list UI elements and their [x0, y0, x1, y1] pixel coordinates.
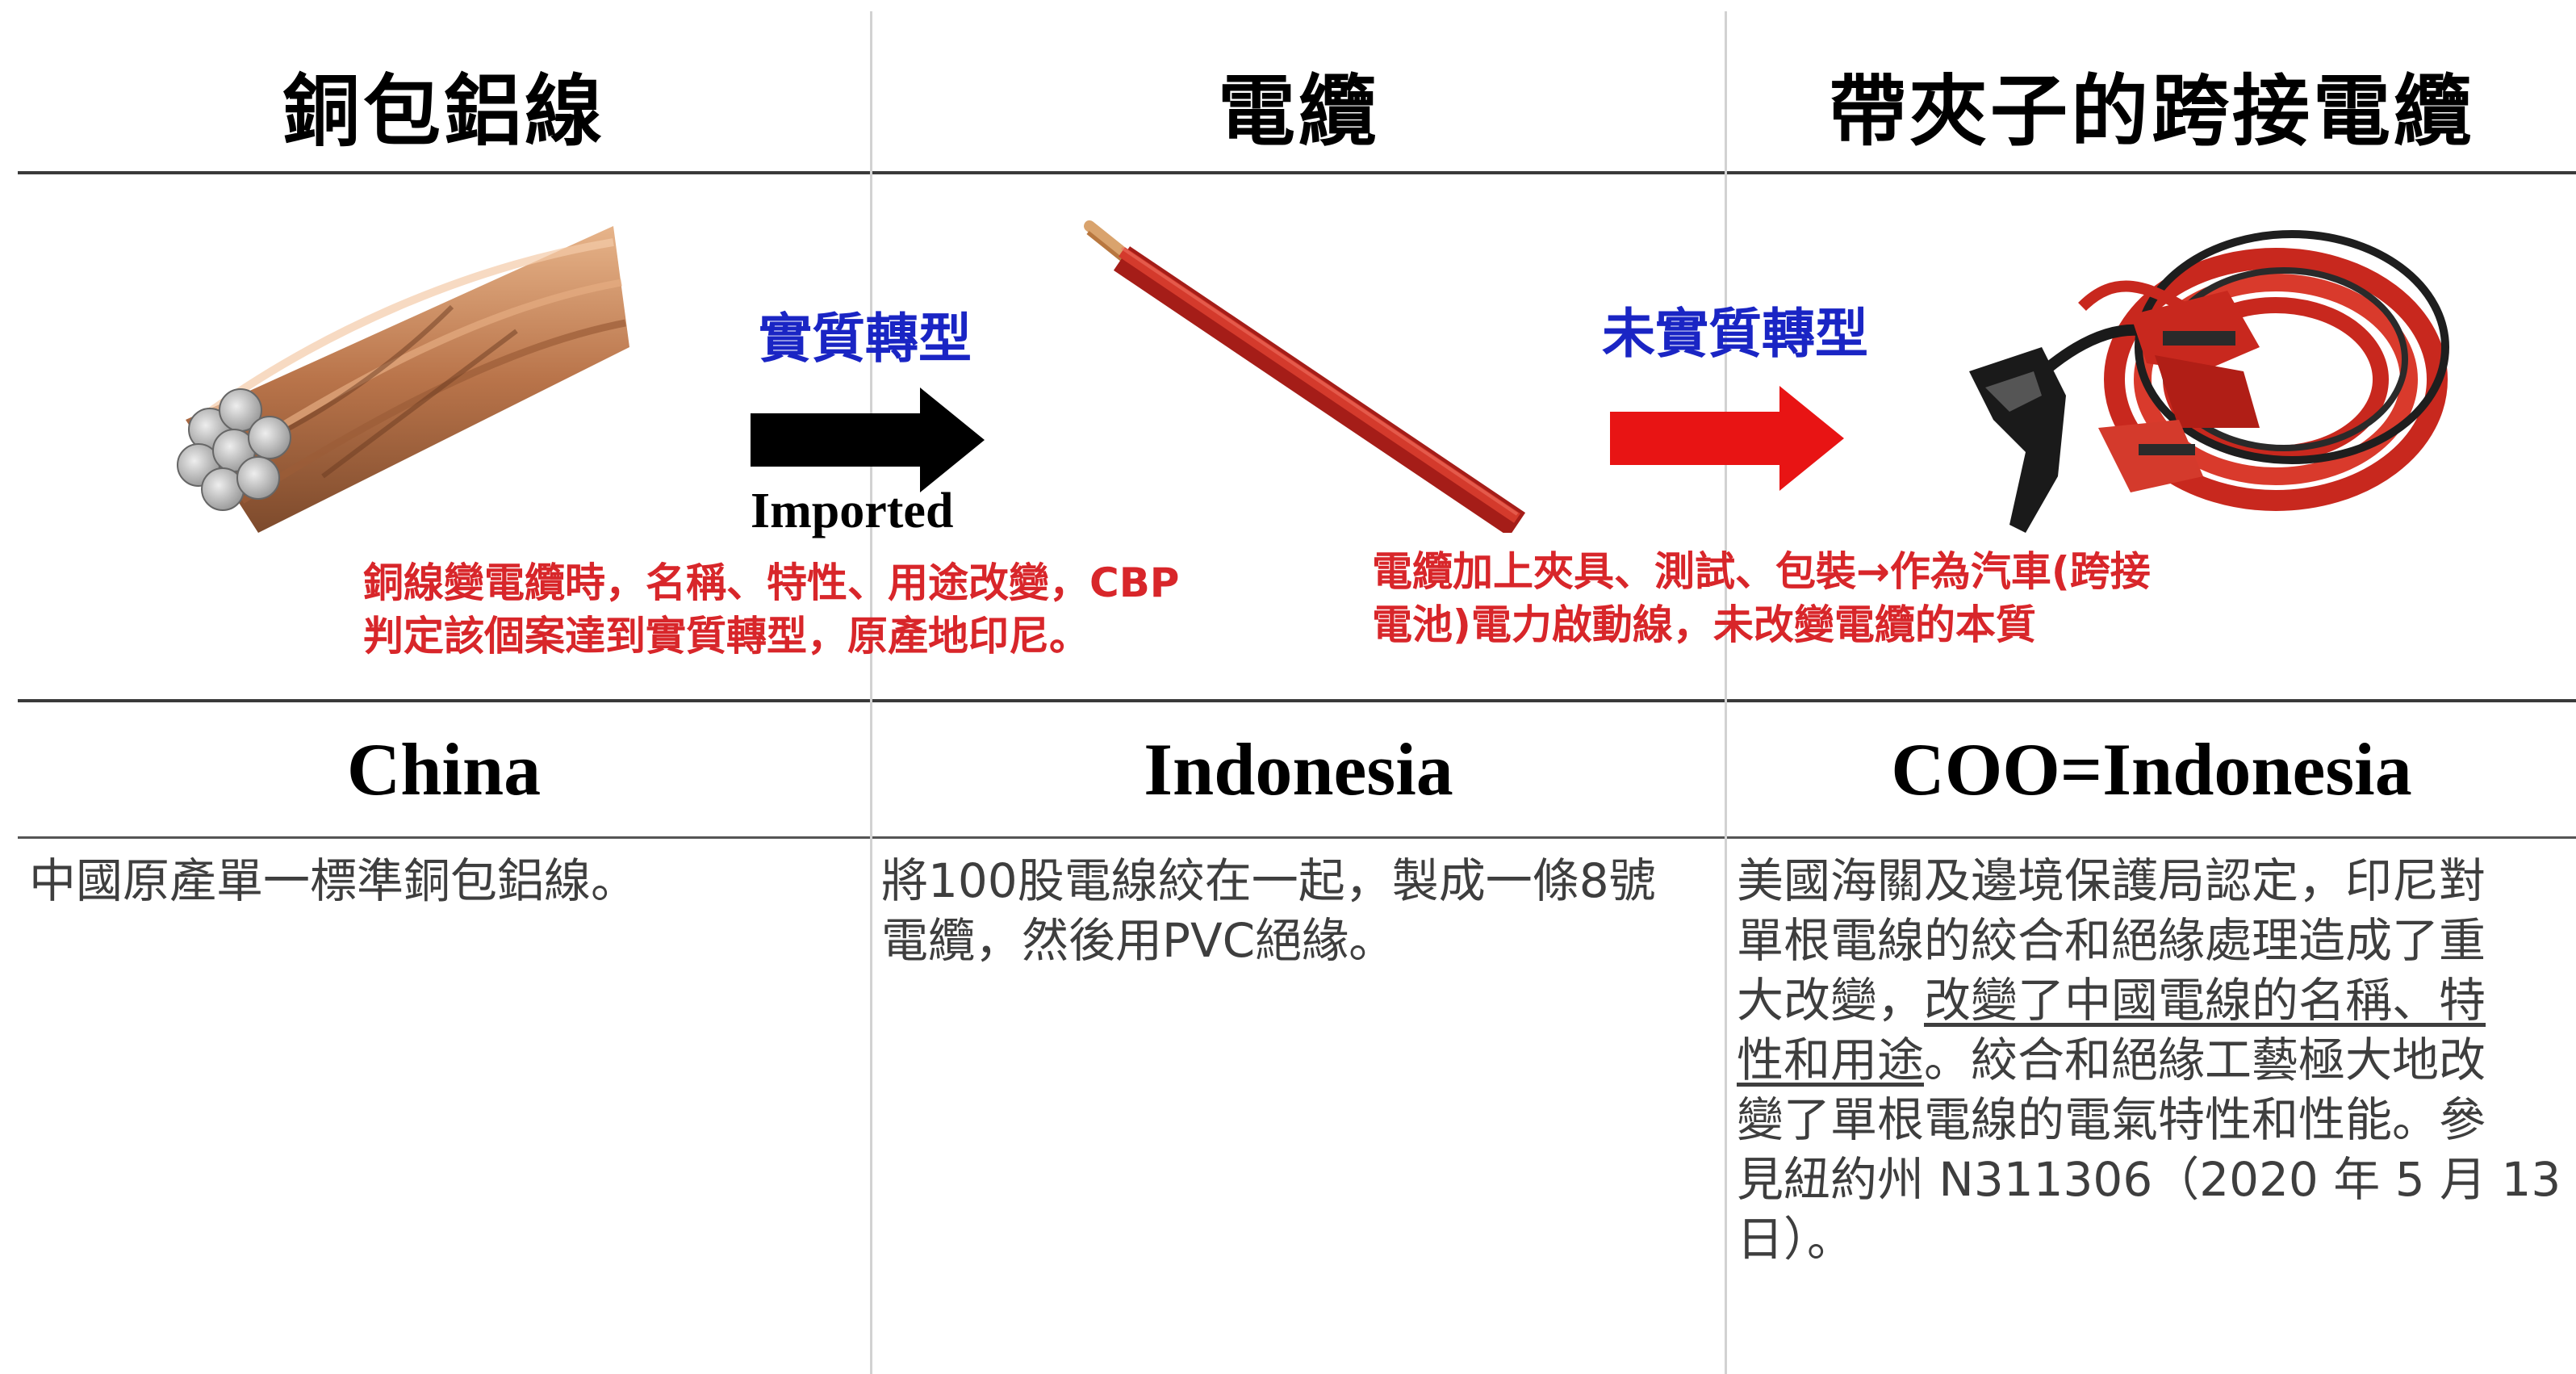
not-substantial-transformation-label: 未實質轉型 [1602, 303, 1868, 365]
column-divider-2 [1725, 11, 1727, 1374]
description-cable-line2: 電纜，然後用PVC絕緣。 [881, 913, 1396, 968]
substantial-transformation-label: 實質轉型 [759, 308, 972, 370]
header-divider [18, 171, 2576, 174]
description-line2: 單根電線的絞合和絕緣處理造成了重 [1737, 913, 2486, 968]
description-copper-clad-wire: 中國原產單一標準銅包鋁線。 [29, 853, 638, 908]
country-china: China [346, 728, 542, 811]
column-title-copper-clad-wire: 銅包鋁線 [282, 66, 605, 157]
transition-note-1-line1: 銅線變電纜時，名稱、特性、用途改變，CBP [363, 559, 1180, 606]
description-line4b: 。絞合和絕緣工藝極大地改 [1924, 1033, 2486, 1087]
transition-note-2-line2: 電池)電力啟動線，未改變電纜的本質 [1372, 601, 2036, 648]
red-cable-image [1065, 210, 1549, 537]
country-indonesia: Indonesia [1144, 728, 1453, 811]
description-line4a-underlined: 性和用途 [1737, 1033, 1925, 1087]
country-coo-indonesia: COO=Indonesia [1891, 728, 2412, 811]
description-line3b-underlined: 改變了中國電線的名稱、特 [1924, 973, 2486, 1028]
jumper-cables-image [1937, 186, 2453, 541]
description-line7: 日）。 [1737, 1212, 1855, 1267]
middle-divider [18, 699, 2576, 702]
description-line3: 大改變，改變了中國電線的名稱、特 [1737, 970, 2573, 1030]
description-line3a: 大改變， [1737, 973, 1925, 1028]
imported-label: Imported [751, 484, 954, 538]
column-divider-1 [870, 11, 872, 1374]
description-line1: 美國海關及邊境保護局認定，印尼對 [1737, 853, 2486, 908]
country-divider [18, 836, 2576, 839]
description-line4: 性和用途。絞合和絕緣工藝極大地改 [1737, 1030, 2573, 1090]
transition-note-1-line2: 判定該個案達到實質轉型，原產地印尼。 [363, 613, 1089, 660]
column-title-cable: 電纜 [1218, 66, 1379, 157]
stranded-copper-wire-image [161, 218, 646, 557]
column-title-jumper-cable: 帶夾子的跨接電纜 [1829, 66, 2474, 157]
red-arrow-icon [1610, 386, 1844, 491]
description-line5: 變了單根電線的電氣特性和性能。參 [1737, 1092, 2486, 1147]
transition-note-2-line1: 電纜加上夾具、測試、包裝→作為汽車(跨接 [1372, 548, 2151, 595]
description-jumper-cable: 美國海關及邊境保護局認定，印尼對 單根電線的絞合和絕緣處理造成了重 大改變，改變… [1737, 851, 2573, 1269]
description-cable: 將100股電線絞在一起，製成一條8號 電纜，然後用PVC絕緣。 [881, 851, 1656, 970]
description-cable-line1: 將100股電線絞在一起，製成一條8號 [881, 853, 1656, 908]
black-arrow-icon [751, 387, 985, 492]
description-line6: 見紐約州 N311306（2020 年 5 月 13 [1737, 1152, 2561, 1207]
